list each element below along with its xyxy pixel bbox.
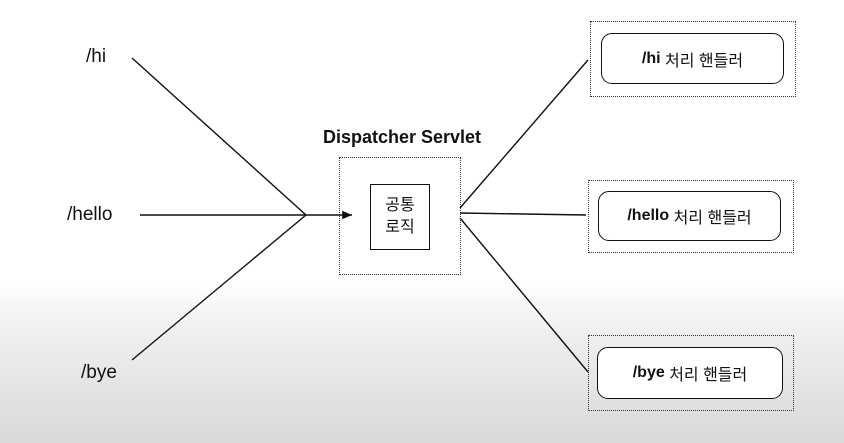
hello-handler-label: 처리 핸들러 xyxy=(669,210,752,227)
bye-handler-container xyxy=(588,335,794,411)
common-logic-line2: 로직 xyxy=(385,219,415,236)
line-hi-to-junction xyxy=(131,57,307,216)
dispatcher-servlet-title: Dispatcher Servlet xyxy=(322,127,482,147)
common-logic-box: 공통 로직 xyxy=(370,184,430,250)
line-to-bye-handler xyxy=(459,217,589,373)
hi-handler-container xyxy=(590,21,796,97)
dispatcher-servlet-box xyxy=(339,157,461,275)
bye-handler-path: /bye xyxy=(632,364,665,381)
url-label-hello: /hello xyxy=(67,204,113,225)
common-logic-line1: 공통 xyxy=(385,197,415,214)
hello-handler-container xyxy=(588,180,794,253)
bye-handler-label: 처리 핸들러 xyxy=(664,367,748,384)
hi-handler-path: /hi xyxy=(641,49,661,67)
hi-handler-box: /hi 처리 핸들러 xyxy=(601,33,784,84)
line-to-hi-handler xyxy=(459,59,589,209)
url-label-bye: /bye xyxy=(81,362,117,383)
bye-handler-box: /bye 처리 핸들러 xyxy=(597,347,783,399)
hello-handler-box: /hello 처리 핸들러 xyxy=(598,191,781,241)
hi-handler-label: 처리 핸들러 xyxy=(660,52,744,70)
url-label-hi: /hi xyxy=(86,46,107,67)
line-to-hello-handler xyxy=(459,212,587,216)
hello-handler-path: /hello xyxy=(627,207,670,224)
line-bye-to-junction xyxy=(131,214,307,361)
